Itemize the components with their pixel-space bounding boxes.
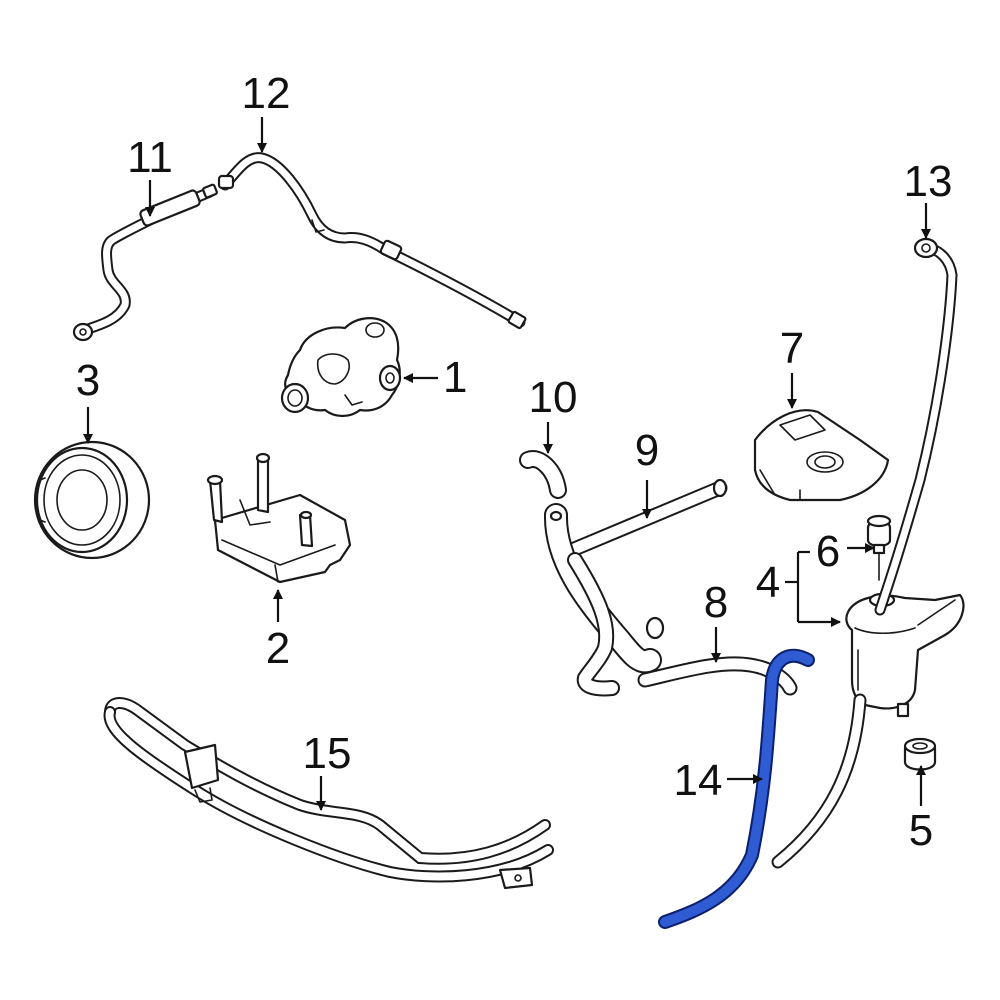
- part-12-pressure-line[interactable]: [217, 152, 527, 330]
- part-5-grommet[interactable]: [903, 737, 937, 771]
- callout-10: 10: [529, 373, 578, 422]
- part-13-return-line[interactable]: [874, 237, 958, 616]
- part-2-pump-bracket[interactable]: [206, 452, 352, 584]
- callout-15: 15: [303, 729, 352, 778]
- callout-5: 5: [909, 806, 933, 855]
- part-3-pulley[interactable]: [33, 440, 151, 560]
- part-15-cooler-line[interactable]: [103, 697, 554, 890]
- callout-2: 2: [266, 624, 290, 673]
- callout-9: 9: [635, 426, 659, 475]
- callout-3: 3: [76, 356, 100, 405]
- part-11-pressure-hose[interactable]: [72, 183, 218, 342]
- part-7-reservoir-cover[interactable]: [753, 409, 890, 502]
- part-10-hose[interactable]: [519, 450, 567, 499]
- callout-1: 1: [443, 353, 467, 402]
- callout-12: 12: [242, 69, 291, 118]
- part-8-hose[interactable]: [637, 656, 798, 696]
- callout-arrows: [83, 117, 931, 811]
- callout-7: 7: [780, 324, 804, 373]
- callout-4: 4: [756, 558, 780, 607]
- part-9-return-pipe[interactable]: [543, 478, 728, 697]
- callout-8: 8: [704, 578, 728, 627]
- part-14-return-hose[interactable]: [658, 648, 815, 929]
- part-1-steering-pump[interactable]: [280, 317, 402, 418]
- callout-14: 14: [674, 756, 723, 805]
- callout-6: 6: [816, 527, 840, 576]
- reservoir-drain-line: [771, 693, 867, 869]
- callout-13: 13: [904, 157, 953, 206]
- callout-11: 11: [127, 133, 173, 182]
